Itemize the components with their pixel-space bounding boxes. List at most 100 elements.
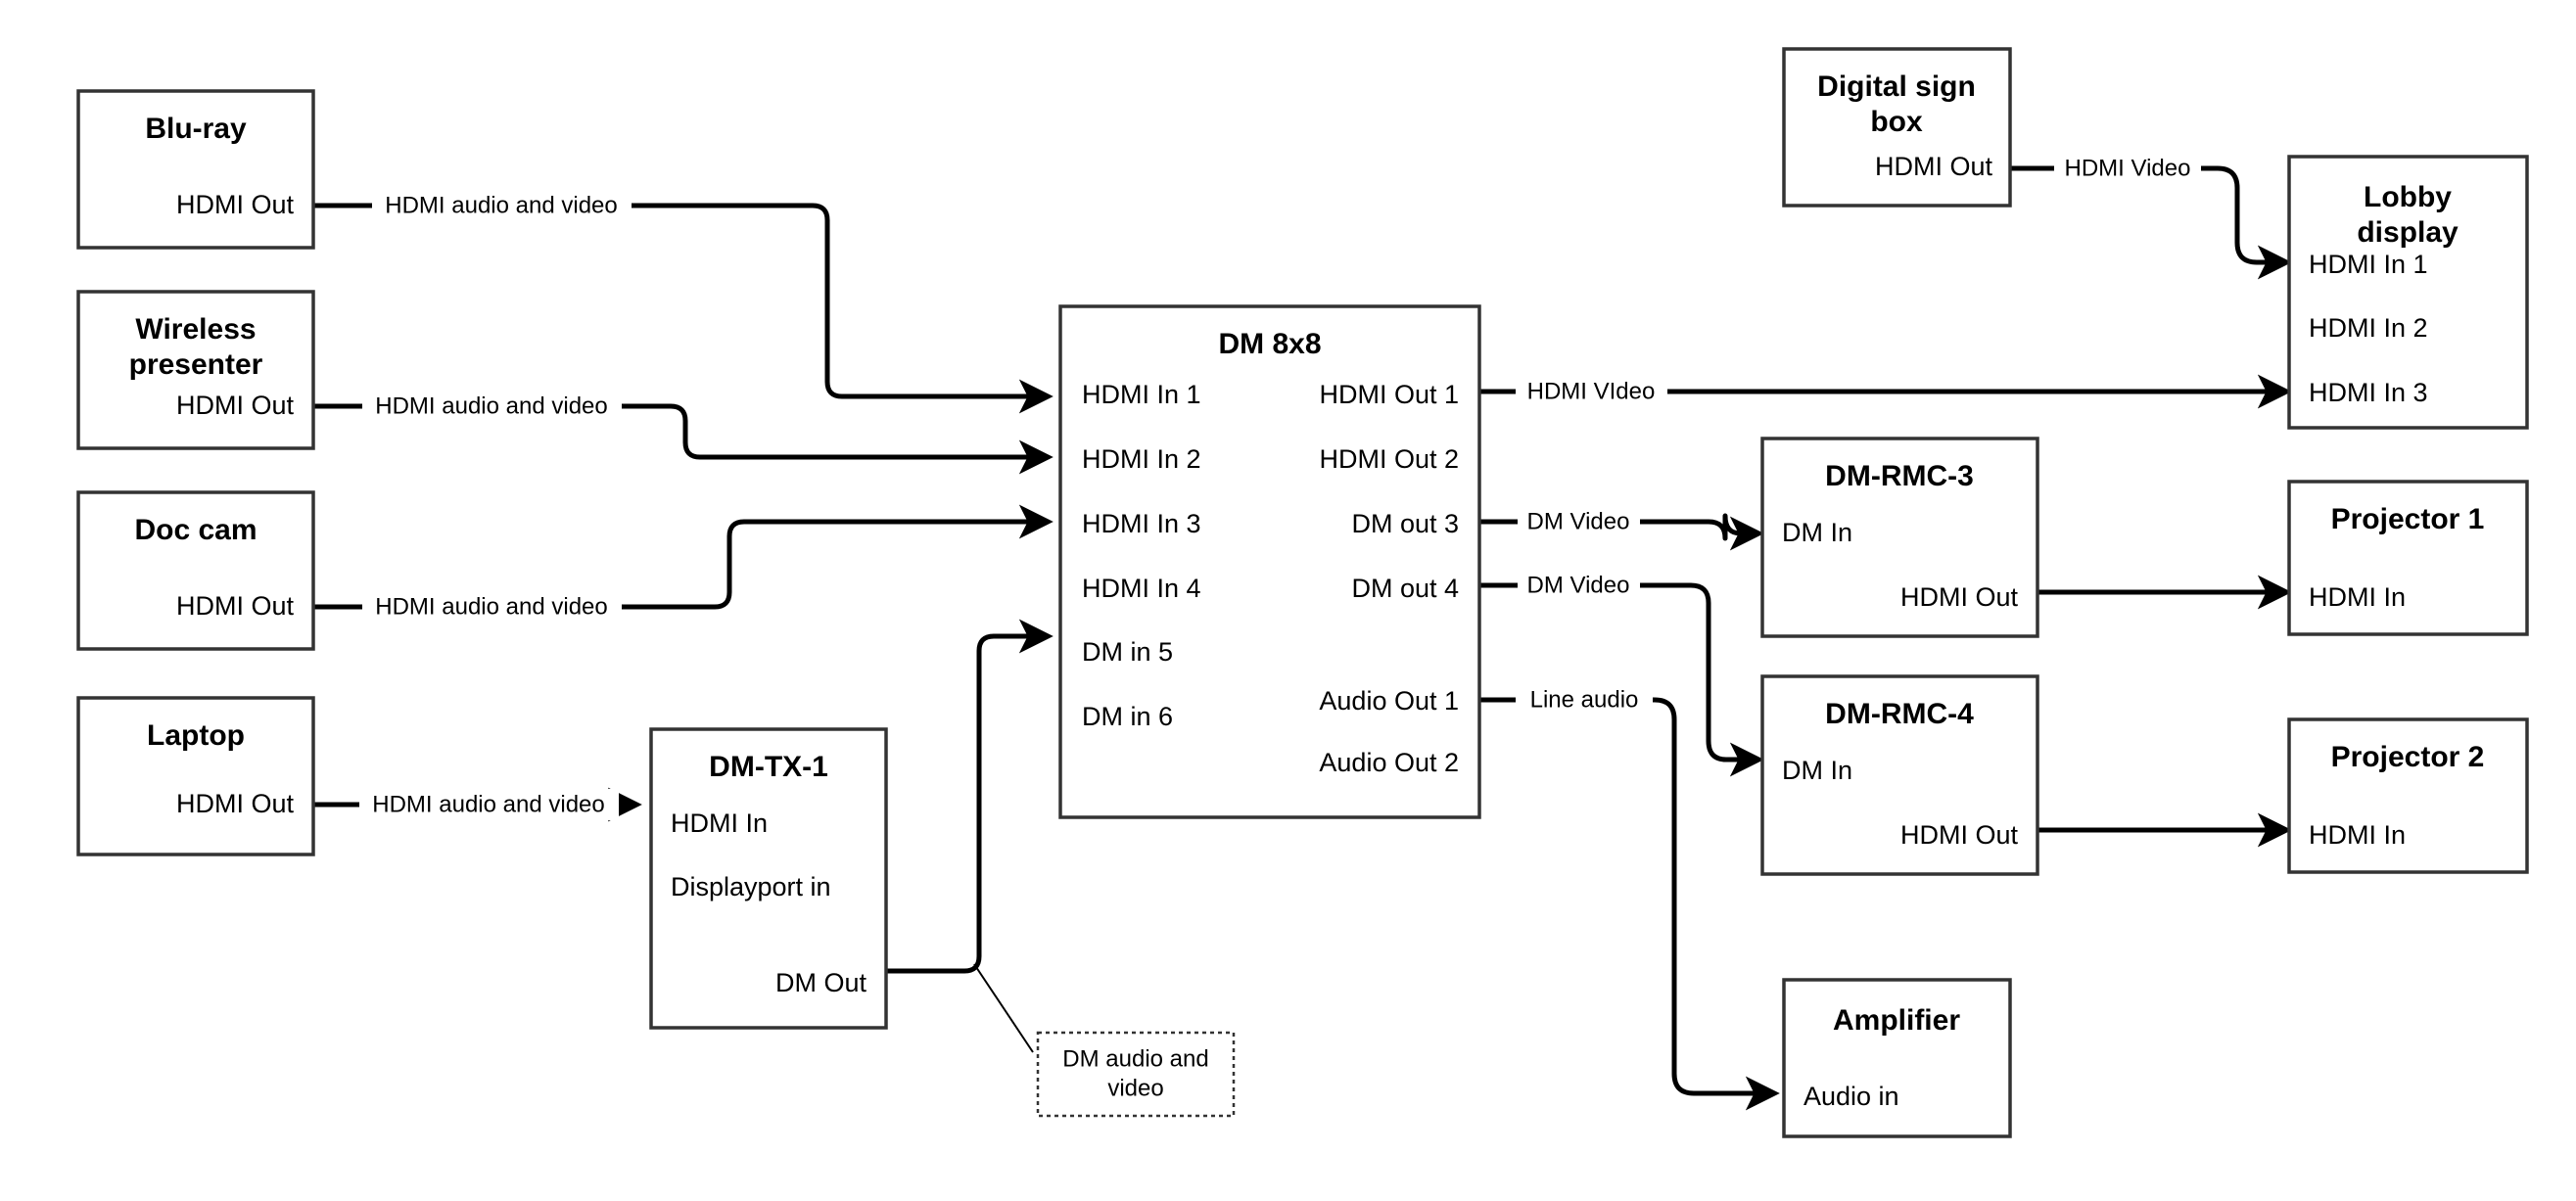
lobby-display-box-outline bbox=[2287, 155, 2529, 430]
dm-8x8-output-hdmi-out-2: HDMI Out 2 bbox=[1319, 444, 1459, 474]
laptop-box-outline bbox=[76, 696, 315, 856]
projector-2-box-outline bbox=[2287, 717, 2529, 874]
dm-rmc-3-port-dm-in: DM In bbox=[1782, 518, 1852, 547]
dm-rmc-3-box-outline bbox=[1760, 437, 2039, 638]
callout-leader-line bbox=[973, 963, 1034, 1053]
wireless-presenter-port-hdmi-out: HDMI Out bbox=[176, 391, 295, 420]
wire-dm8x8-audioout1-to-amp bbox=[1478, 697, 1780, 1111]
edge-label-dm8x8-out3-to-rmc3: DM Video bbox=[1527, 508, 1630, 534]
amplifier-box-outline bbox=[1782, 978, 2012, 1138]
edge-label-bluray-to-dm8x8: HDMI audio and video bbox=[385, 192, 617, 218]
wireless-presenter-title-line2: presenter bbox=[129, 348, 263, 381]
edge-label-doccam-to-dm8x8: HDMI audio and video bbox=[375, 593, 607, 620]
wire-dm8x8-out4-to-rmc4 bbox=[1478, 582, 1764, 777]
dm-tx-1-port-displayport-in: Displayport in bbox=[671, 872, 831, 901]
wire-dm8x8-out3-to-rmc3 bbox=[1478, 513, 1764, 551]
edge-label-bg bbox=[372, 190, 632, 221]
dm-tx-1-port-hdmi-in: HDMI In bbox=[671, 808, 768, 838]
dm-8x8-input-hdmi-in-3: HDMI In 3 bbox=[1082, 509, 1201, 538]
edge-label-bg bbox=[362, 391, 622, 422]
callout-dm-audio-and-video: DM audio and video bbox=[1036, 1031, 1236, 1118]
amplifier-port-audio-in: Audio in bbox=[1803, 1082, 1899, 1111]
device-box-wireless-presenter[interactable]: Wireless presenter HDMI Out bbox=[76, 290, 315, 450]
edge-label-dm8x8-out4-to-rmc4: DM Video bbox=[1527, 572, 1630, 598]
device-box-amplifier[interactable]: Amplifier Audio in bbox=[1782, 978, 2012, 1138]
dm-rmc-4-box-outline bbox=[1760, 674, 2039, 876]
edge-label-bg bbox=[1518, 506, 1640, 537]
dm-8x8-title: DM 8x8 bbox=[1218, 328, 1321, 360]
projector-1-box-outline bbox=[2287, 480, 2529, 636]
amplifier-title: Amplifier bbox=[1833, 1004, 1960, 1037]
dm-8x8-output-hdmi-out-1: HDMI Out 1 bbox=[1319, 380, 1459, 409]
dm-rmc-3-title: DM-RMC-3 bbox=[1825, 460, 1974, 492]
laptop-title: Laptop bbox=[147, 719, 245, 752]
wire-signbox-to-lobby bbox=[2010, 165, 2292, 280]
digital-sign-box-outline bbox=[1782, 47, 2012, 208]
edge-label-dm8x8-out1-to-lobby: HDMI VIdeo bbox=[1527, 378, 1656, 404]
dm-8x8-output-dm-out-3: DM out 3 bbox=[1351, 509, 1459, 538]
lobby-display-title-line2: display bbox=[2357, 216, 2459, 249]
device-box-laptop[interactable]: Laptop HDMI Out bbox=[76, 696, 315, 856]
callout-text-line2: video bbox=[1107, 1075, 1163, 1101]
callout-box-outline bbox=[1036, 1031, 1236, 1118]
lobby-display-input-hdmi-in-1: HDMI In 1 bbox=[2309, 250, 2428, 279]
projector-2-title: Projector 2 bbox=[2331, 741, 2485, 773]
callout-text-line1: DM audio and bbox=[1062, 1045, 1208, 1072]
blu-ray-box-outline bbox=[76, 89, 315, 250]
lobby-display-input-hdmi-in-2: HDMI In 2 bbox=[2309, 313, 2428, 343]
device-box-doc-cam[interactable]: Doc cam HDMI Out bbox=[76, 490, 315, 651]
wire-bluray-to-dm8x8 bbox=[313, 203, 1054, 414]
edge-label-bg bbox=[1518, 570, 1640, 601]
edge-label-signbox-to-lobby: HDMI Video bbox=[2065, 155, 2191, 181]
device-box-dm-rmc-3[interactable]: DM-RMC-3 DM In HDMI Out bbox=[1760, 437, 2039, 638]
lobby-display-title-line1: Lobby bbox=[2364, 181, 2452, 213]
dm-tx-1-box-outline bbox=[649, 727, 888, 1030]
dm-8x8-input-hdmi-in-2: HDMI In 2 bbox=[1082, 444, 1201, 474]
doc-cam-box-outline bbox=[76, 490, 315, 651]
edge-label-bg bbox=[359, 789, 619, 820]
device-box-dm-rmc-4[interactable]: DM-RMC-4 DM In HDMI Out bbox=[1760, 674, 2039, 876]
device-box-dm-8x8[interactable]: DM 8x8 HDMI In 1 HDMI In 2 HDMI In 3 HDM… bbox=[1058, 304, 1481, 819]
edge-label-wireless-to-dm8x8: HDMI audio and video bbox=[375, 393, 607, 419]
dm-rmc-4-port-dm-in: DM In bbox=[1782, 756, 1852, 785]
device-box-digital-sign-box[interactable]: Digital sign box HDMI Out bbox=[1782, 47, 2012, 208]
digital-sign-box-title-line2: box bbox=[1870, 106, 1923, 138]
device-box-projector-2[interactable]: Projector 2 HDMI In bbox=[2287, 717, 2529, 874]
blu-ray-port-hdmi-out: HDMI Out bbox=[176, 190, 295, 219]
dm-8x8-output-audio-out-1: Audio Out 1 bbox=[1319, 686, 1459, 716]
wireless-presenter-title-line1: Wireless bbox=[135, 313, 256, 346]
wire-dmtx1-to-dm8x8 bbox=[886, 619, 1054, 974]
dm-rmc-3-port-hdmi-out: HDMI Out bbox=[1900, 582, 2019, 612]
edge-label-audioout1-to-amp: Line audio bbox=[1530, 686, 1639, 713]
doc-cam-port-hdmi-out: HDMI Out bbox=[176, 591, 295, 621]
dm-rmc-4-port-hdmi-out: HDMI Out bbox=[1900, 820, 2019, 850]
edge-label-bg bbox=[1516, 376, 1667, 407]
edge-label-laptop-to-dmtx1: HDMI audio and video bbox=[372, 791, 604, 817]
dm-8x8-output-dm-out-4: DM out 4 bbox=[1351, 574, 1459, 603]
edge-label-bg bbox=[362, 591, 622, 623]
projector-1-port-hdmi-in: HDMI In bbox=[2309, 582, 2406, 612]
wire-wireless-to-dm8x8 bbox=[313, 403, 1054, 475]
device-box-dm-tx-1[interactable]: DM-TX-1 HDMI In Displayport in DM Out bbox=[649, 727, 888, 1030]
dm-8x8-input-hdmi-in-4: HDMI In 4 bbox=[1082, 574, 1201, 603]
device-box-lobby-display[interactable]: Lobby display HDMI In 1 HDMI In 2 HDMI I… bbox=[2287, 155, 2529, 430]
wireless-presenter-box-outline bbox=[76, 290, 315, 450]
laptop-port-hdmi-out: HDMI Out bbox=[176, 789, 295, 818]
dm-rmc-4-title: DM-RMC-4 bbox=[1825, 698, 1974, 730]
digital-sign-box-title-line1: Digital sign bbox=[1817, 70, 1976, 103]
doc-cam-title: Doc cam bbox=[134, 514, 257, 546]
digital-sign-box-port-hdmi-out: HDMI Out bbox=[1875, 152, 1993, 181]
dm-8x8-input-dm-in-6: DM in 6 bbox=[1082, 702, 1173, 731]
projector-1-title: Projector 1 bbox=[2331, 503, 2485, 535]
dm-8x8-box-outline bbox=[1058, 304, 1481, 819]
projector-2-port-hdmi-in: HDMI In bbox=[2309, 820, 2406, 850]
device-box-blu-ray[interactable]: Blu-ray HDMI Out bbox=[76, 89, 315, 250]
edge-label-bg bbox=[2054, 153, 2201, 184]
wire-doccam-to-dm8x8 bbox=[313, 504, 1054, 610]
dm-tx-1-title: DM-TX-1 bbox=[709, 751, 828, 783]
blu-ray-title: Blu-ray bbox=[145, 113, 247, 145]
dm-8x8-input-dm-in-5: DM in 5 bbox=[1082, 637, 1173, 667]
device-box-projector-1[interactable]: Projector 1 HDMI In bbox=[2287, 480, 2529, 636]
